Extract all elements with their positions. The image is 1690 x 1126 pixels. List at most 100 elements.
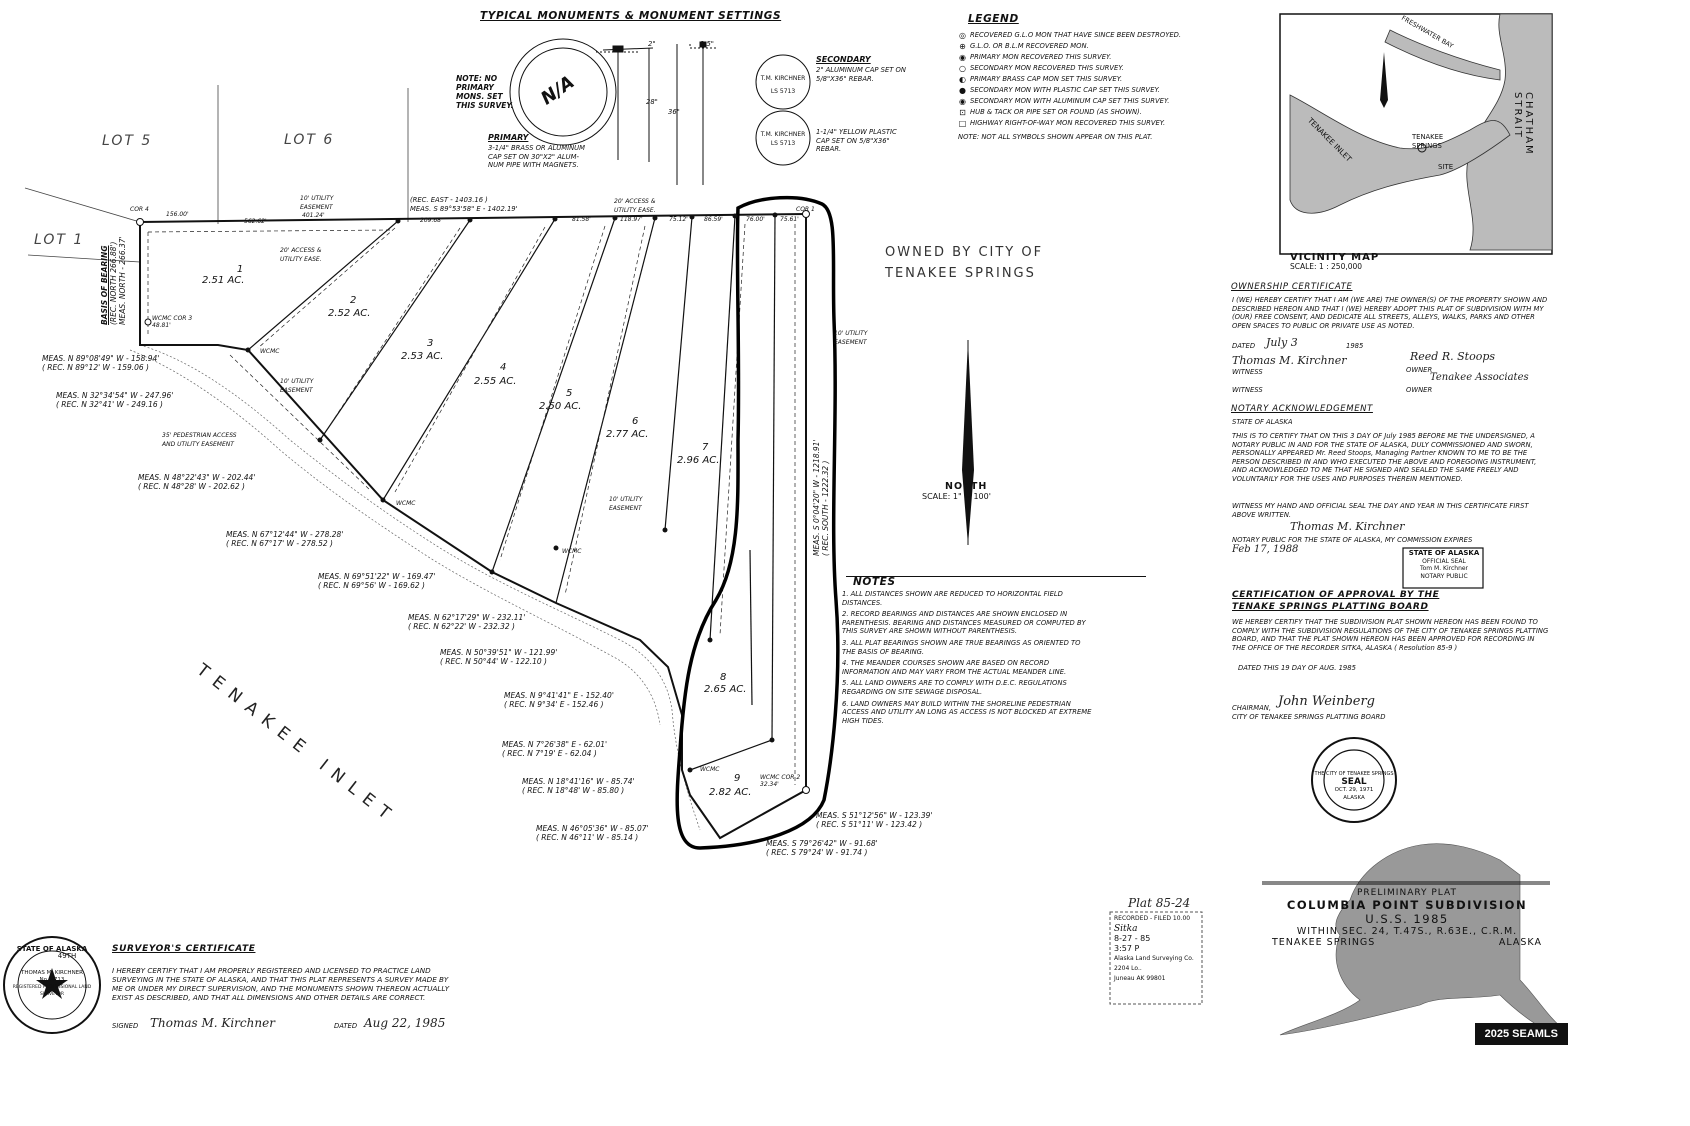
- title-line-2: COLUMBIA POINT SUBDIVISION: [1286, 898, 1528, 912]
- notes-list: 1. ALL DISTANCES SHOWN ARE REDUCED TO HO…: [842, 590, 1092, 725]
- top-segment: 562.62': [244, 218, 267, 225]
- bearing-label: MEAS. N 18°41'16" W - 85.74'( REC. N 18°…: [522, 777, 635, 795]
- top-segment: 76.00': [746, 216, 765, 223]
- hub-tack-icon: ⊡: [959, 108, 966, 117]
- approval-chairman-sig: John Weinberg: [1278, 694, 1375, 709]
- bearing-label-right: MEAS. S 51°12'56" W - 123.39'( REC. S 51…: [816, 811, 933, 829]
- title-line-4: WITHIN SEC. 24, T.47S., R.63E., C.R.M.: [1296, 926, 1518, 937]
- surveyor-signature: Thomas M. Kirchner: [150, 1016, 275, 1030]
- adjacent-lot-5: LOT 5: [102, 133, 153, 149]
- vicinity-map: [1279, 13, 1553, 255]
- bearing-label: MEAS. N 32°34'54" W - 247.96'( REC. N 32…: [56, 391, 174, 409]
- legend-note: NOTE: NOT ALL SYMBOLS SHOWN APPEAR ON TH…: [958, 133, 1153, 141]
- legend-item: ●SECONDARY MON WITH PLASTIC CAP SET THIS…: [959, 86, 1160, 95]
- secondary-mon-icon: ○: [959, 64, 966, 73]
- legend-item: □HIGHWAY RIGHT-OF-WAY MON RECOVERED THIS…: [958, 119, 1166, 128]
- secondary-title: SECONDARY: [816, 55, 871, 64]
- destroyed-glo-icon: ◎: [959, 31, 966, 40]
- legend-title: LEGEND: [968, 13, 1019, 25]
- legend-item: ⊕G.L.O. OR B.L.M RECOVERED MON.: [959, 42, 1089, 51]
- legend-item: ○SECONDARY MON RECOVERED THIS SURVEY.: [959, 64, 1124, 73]
- lot-area: 2.77 AC.: [606, 429, 649, 440]
- surveyor-seal-text: STATE OF ALASKA 49TH THOMAS M. KIRCHNER …: [12, 945, 92, 998]
- city-seal-text: THE CITY OF TENAKEE SPRINGS SEAL OCT. 29…: [1314, 771, 1394, 801]
- aluminum-cap-icon: ◉: [959, 97, 966, 106]
- approval-board: CITY OF TENAKEE SPRINGS PLATTING BOARD: [1232, 713, 1386, 721]
- bearing-label: MEAS. N 48°22'43" W - 202.44'( REC. N 48…: [138, 473, 256, 491]
- bearing-label: MEAS. N 62°17'29" W - 232.11'( REC. N 62…: [408, 613, 526, 631]
- top-segment: 209.68': [420, 217, 443, 224]
- surveyor-seal: [3, 936, 101, 1034]
- shoreline-meander: [129, 344, 701, 831]
- easement-lines: [147, 223, 796, 785]
- approval-title-1: CERTIFICATION OF APPROVAL BY THE: [1232, 590, 1440, 600]
- top-segment: 75.12': [669, 216, 688, 223]
- monument-markers: [136, 210, 810, 794]
- lot-number: 9: [734, 773, 741, 784]
- easement-label: 20' ACCESS & UTILITY EASE.: [280, 247, 322, 263]
- legend-item: ⊡HUB & TACK OR PIPE SET OR FOUND (AS SHO…: [959, 108, 1142, 117]
- surveyor-signed-label: SIGNED: [112, 1022, 139, 1030]
- adjacent-lot-1: LOT 1: [34, 232, 85, 248]
- ownership-witness-label: WITNESS: [1232, 386, 1263, 394]
- lot-lines: [247, 214, 776, 771]
- glo-blm-icon: ⊕: [959, 42, 966, 51]
- ownership-owner-sig: Reed R. Stoops: [1410, 350, 1496, 363]
- wcmc-label: WCMC: [700, 766, 720, 773]
- lot-number: 6: [632, 416, 639, 427]
- top-line-meas: MEAS. S 89°53'58" E - 1402.19': [410, 205, 518, 213]
- lot-area: 2.65 AC.: [704, 684, 747, 695]
- legend-item: ◉PRIMARY MON RECOVERED THIS SURVEY.: [959, 53, 1112, 62]
- notary-signature: Thomas M. Kirchner: [1290, 520, 1405, 533]
- ownership-owner-label: OWNER: [1406, 386, 1433, 394]
- ownership-assoc-sig: Tenakee Associates: [1430, 372, 1529, 383]
- top-line-rec: (REC. EAST - 1403.16 ): [410, 196, 488, 204]
- lot-area: 2.52 AC.: [328, 308, 371, 319]
- notes-title-rule: [846, 576, 1146, 577]
- bearing-label: MEAS. N 9°41'41" E - 152.40'( REC. N 9°3…: [504, 691, 614, 709]
- ownership-year: 1985: [1346, 342, 1364, 350]
- dim-2: 2": [648, 40, 656, 48]
- highway-mon-icon: □: [958, 119, 967, 128]
- lot-area: 2.51 AC.: [202, 275, 245, 286]
- title-line-3: U.S.S. 1985: [1365, 912, 1449, 926]
- title-block: PRELIMINARY PLAT COLUMBIA POINT SUBDIVIS…: [1262, 882, 1552, 948]
- dim-36: 36": [668, 108, 680, 116]
- bearing-label: MEAS. N 89°08'49" W - 158.94'( REC. N 89…: [42, 354, 160, 372]
- dim-25: 2.5": [700, 40, 714, 48]
- primary-mon-icon: ◉: [959, 53, 966, 62]
- wcmc-label: WCMC: [562, 548, 582, 555]
- surveyor-title: SURVEYOR'S CERTIFICATE: [112, 944, 256, 954]
- lot-area: 2.96 AC.: [677, 455, 720, 466]
- site-label: SITE: [1438, 163, 1454, 171]
- top-segment: 81.58': [572, 216, 591, 223]
- easement-label: 35' PEDESTRIAN ACCESS AND UTILITY EASEME…: [162, 432, 237, 448]
- monument-detail-drawing: [509, 38, 811, 185]
- recording-stamp-text: RECORDED - FILED 10.00 Sitka 8-27 - 85 3…: [1114, 915, 1194, 982]
- recording-stamp-frame: [1109, 911, 1203, 1005]
- bearing-label: MEAS. N 69°51'22" W - 169.47'( REC. N 69…: [318, 572, 436, 590]
- subdivision-boundary: [139, 213, 807, 840]
- watermark: 2025 SEAMLS: [1474, 1023, 1568, 1045]
- lot-area: 2.53 AC.: [401, 351, 444, 362]
- dim-28: 28": [646, 98, 658, 106]
- top-segment: 75.61': [780, 216, 799, 223]
- legend-item: ◉SECONDARY MON WITH ALUMINUM CAP SET THI…: [959, 97, 1170, 106]
- bearing-label: MEAS. N 67°12'44" W - 278.28'( REC. N 67…: [226, 530, 344, 548]
- notary-expires: NOTARY PUBLIC FOR THE STATE OF ALASKA, M…: [1232, 536, 1473, 544]
- approval-title-2: TENAKE SPRINGS PLATTING BOARD: [1232, 602, 1429, 612]
- title-line-1: PRELIMINARY PLAT: [1357, 888, 1457, 898]
- plastic-cap-icon: ●: [959, 86, 966, 95]
- adjacent-lot-lines: [24, 85, 409, 263]
- ownership-dated-label: DATED: [1232, 342, 1256, 350]
- vicinity-scale: SCALE: 1 : 250,000: [1290, 262, 1363, 271]
- ownership-title: OWNERSHIP CERTIFICATE: [1231, 282, 1353, 292]
- easement-label: 10' UTILITY EASEMENT: [300, 195, 334, 211]
- notes-title: NOTES: [853, 576, 896, 588]
- surveyor-dated-label: DATED: [334, 1022, 358, 1030]
